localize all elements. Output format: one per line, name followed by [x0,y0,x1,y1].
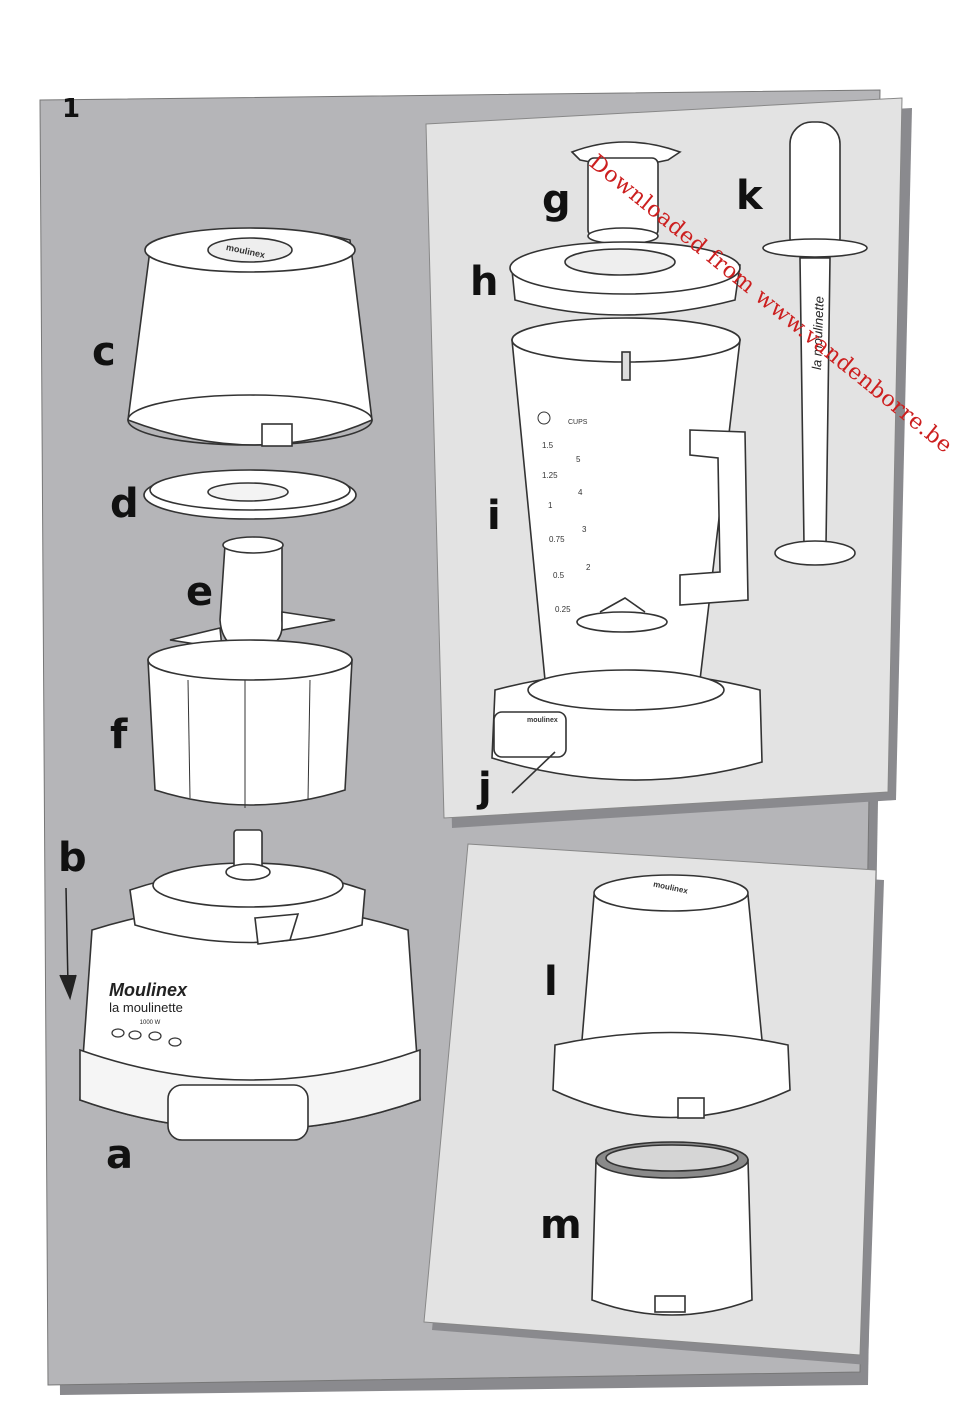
bowl-lid-c [127,227,373,447]
blender-base-j [491,669,763,794]
label-c: c [92,329,116,375]
label-i: i [487,493,501,539]
label-e: e [186,569,214,615]
arrow-b [59,887,77,1001]
scale-cup-1: 5 [576,455,581,464]
scale-litre-6: 0.25 [555,605,571,614]
label-b: b [58,835,87,881]
label-h: h [470,259,499,305]
scale-litre-5: 0.5 [553,571,565,580]
label-f: f [110,712,128,758]
grinder-base-m [591,1141,753,1316]
pusher-k [762,121,868,566]
base-badge-j: moulinex [527,717,558,724]
jug-i [511,317,749,694]
scale-litre-4: 0.75 [549,535,565,544]
label-a: a [106,1132,133,1178]
scale-litre-3: 1 [548,501,553,510]
label-m: m [540,1202,582,1248]
scale-litre-1: 1.5 [542,441,554,450]
scale-cup-3: 3 [582,525,587,534]
brand-logo: Moulinex [109,980,188,1000]
disc-d [143,469,357,520]
jug-lid-h [509,241,741,316]
scale-icon [537,411,551,425]
label-k: k [736,173,763,219]
figure-number: 1 [62,94,81,124]
scale-litre-2: 1.25 [542,471,558,480]
cap-g [570,141,682,245]
jug-scale: 1.5 1.25 1 0.75 0.5 0.25 5 4 3 2 CUPS [542,419,591,614]
label-g: g [542,177,571,223]
scale-cup-4: 2 [586,563,591,572]
bowl-f [147,639,353,808]
brand-product-line: la moulinette [109,1000,183,1015]
scale-cups-unit: CUPS [568,419,588,426]
pusher-text: la moulinette [809,296,827,370]
label-d: d [110,481,139,527]
motor-base-a [79,829,421,1141]
label-j: j [478,765,492,811]
scale-cup-2: 4 [578,488,583,497]
brand-wattage: 1000 W [140,1020,161,1026]
grinder-cup-l [552,874,791,1119]
label-l: l [544,959,558,1005]
speed-icons [111,1028,182,1047]
